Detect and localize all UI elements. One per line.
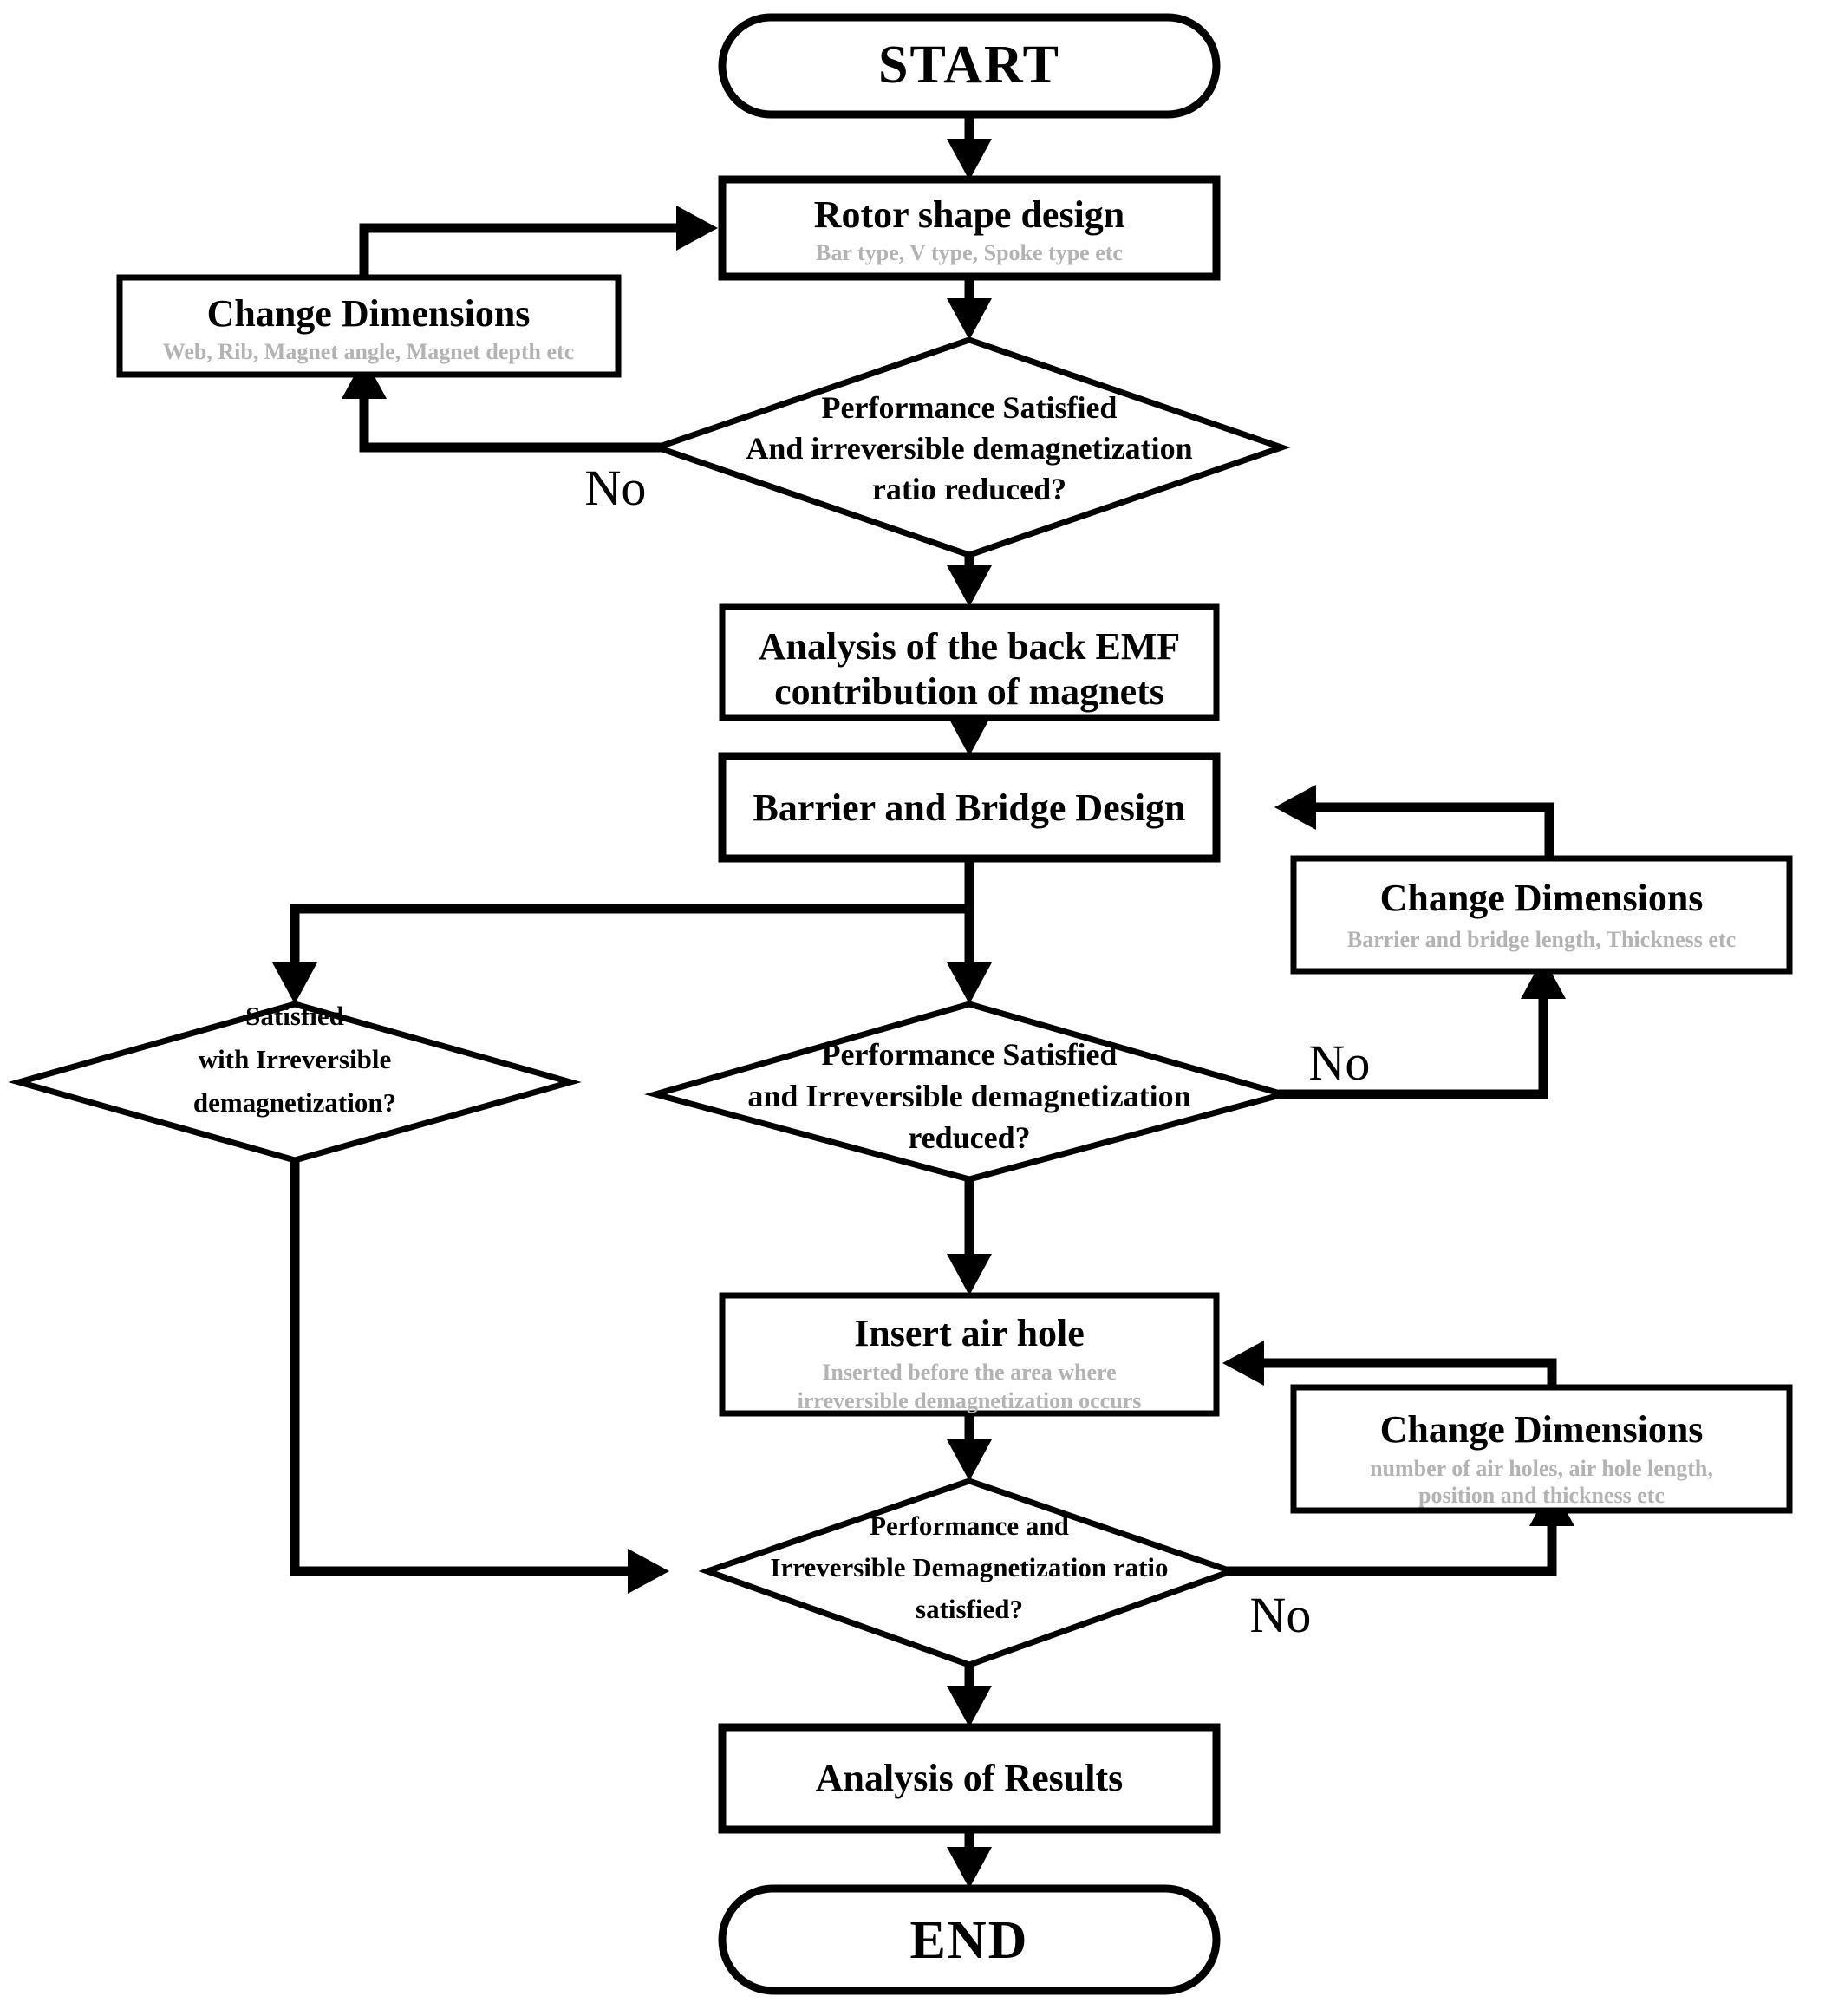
node-change-dimensions-rotor[interactable]: Change Dimensions Web, Rib, Magnet angle… (116, 274, 622, 378)
edge-decision-barrier-no-loop (1278, 957, 1566, 1099)
insert-air-hole-subtitle2: irreversible demagnetization occurs (798, 1388, 1142, 1413)
decision-rotor-line3: ratio reduced? (872, 472, 1066, 506)
change-dimensions-rotor-label: Change Dimensions (207, 292, 531, 335)
edge-decision-rotor-to-emf (947, 550, 992, 607)
decision-airhole-line2: Irreversible Demagnetization ratio (770, 1552, 1168, 1582)
analysis-back-emf-line1: Analysis of the back EMF (759, 625, 1180, 668)
insert-air-hole-subtitle1: Inserted before the area where (822, 1360, 1116, 1385)
node-barrier-bridge-design[interactable]: Barrier and Bridge Design (718, 752, 1221, 863)
analysis-back-emf-line2: contribution of magnets (774, 670, 1164, 713)
node-rotor-shape-design[interactable]: Rotor shape design Bar type, V type, Spo… (718, 175, 1221, 281)
decision-airhole-line3: satisfied? (916, 1594, 1023, 1624)
edge-label-no-rotor: No (585, 460, 647, 516)
edge-label-no-airhole: No (1250, 1587, 1312, 1643)
change-dimensions-airhole-subtitle1: number of air holes, air hole length, (1370, 1456, 1713, 1481)
edge-change-dim-airhole-to-airhole (1222, 1341, 1557, 1393)
change-dimensions-rotor-subtitle: Web, Rib, Magnet angle, Magnet depth etc (163, 339, 574, 364)
insert-air-hole-label: Insert air hole (854, 1312, 1085, 1354)
edge-change-dim-rotor-to-rotor (359, 206, 718, 284)
rotor-shape-design-label: Rotor shape design (814, 193, 1125, 236)
decision-irreversible-line3: demagnetization? (193, 1087, 396, 1118)
node-analysis-back-emf[interactable]: Analysis of the back EMF contribution of… (719, 603, 1220, 721)
decision-barrier-line1: Performance Satisfied (822, 1037, 1118, 1072)
edge-decision-airhole-to-results (947, 1660, 992, 1727)
edge-decision-rotor-no-loop (342, 357, 673, 453)
node-decision-irreversible-satisfied[interactable]: Satisfied with Irreversible demagnetizat… (8, 1001, 582, 1164)
change-dimensions-barrier-label: Change Dimensions (1380, 877, 1704, 919)
rotor-shape-design-subtitle: Bar type, V type, Spoke type etc (816, 240, 1123, 265)
decision-airhole-line1: Performance and (870, 1510, 1069, 1541)
node-insert-air-hole[interactable]: Insert air hole Inserted before the area… (719, 1292, 1220, 1417)
edge-left-diamond-to-decision-airhole (290, 1155, 669, 1594)
node-analysis-of-results[interactable]: Analysis of Results (718, 1723, 1221, 1834)
barrier-bridge-design-label: Barrier and Bridge Design (753, 786, 1185, 829)
edge-results-to-end (947, 1824, 992, 1889)
edge-rotor-to-decision (947, 271, 992, 340)
edge-airhole-to-decision (947, 1406, 992, 1481)
node-end[interactable]: END (718, 1884, 1221, 1995)
node-start[interactable]: START (718, 13, 1221, 119)
end-label: END (910, 1911, 1029, 1970)
change-dimensions-airhole-label: Change Dimensions (1380, 1408, 1704, 1451)
analysis-of-results-label: Analysis of Results (816, 1757, 1124, 1799)
decision-irreversible-line1: Satisfied (245, 1001, 344, 1031)
edge-start-to-rotor (947, 108, 992, 180)
decision-barrier-line2: and Irreversible demagnetization (747, 1079, 1190, 1113)
node-change-dimensions-barrier[interactable]: Change Dimensions Barrier and bridge len… (1290, 855, 1793, 975)
start-label: START (878, 36, 1060, 95)
node-decision-barrier[interactable]: Performance Satisfied and Irreversible d… (643, 1001, 1295, 1183)
node-decision-rotor[interactable]: Performance Satisfied And irreversible d… (648, 336, 1291, 558)
decision-rotor-line1: Performance Satisfied (822, 390, 1118, 425)
change-dimensions-airhole-subtitle2: position and thickness etc (1418, 1483, 1665, 1508)
node-decision-airhole[interactable]: Performance and Irreversible Demagnetiza… (698, 1478, 1241, 1668)
change-dimensions-barrier-subtitle: Barrier and bridge length, Thickness etc (1347, 927, 1736, 952)
decision-barrier-line3: reduced? (908, 1120, 1030, 1155)
edge-barrier-split (272, 853, 992, 1004)
node-change-dimensions-airhole[interactable]: Change Dimensions number of air holes, a… (1290, 1384, 1793, 1514)
decision-rotor-line2: And irreversible demagnetization (746, 431, 1192, 466)
edge-decision-barrier-to-airhole (947, 1174, 992, 1295)
decision-irreversible-line2: with Irreversible (199, 1044, 391, 1074)
edge-label-no-barrier: No (1309, 1034, 1371, 1091)
edge-change-dim-barrier-to-barrier (1274, 785, 1554, 864)
